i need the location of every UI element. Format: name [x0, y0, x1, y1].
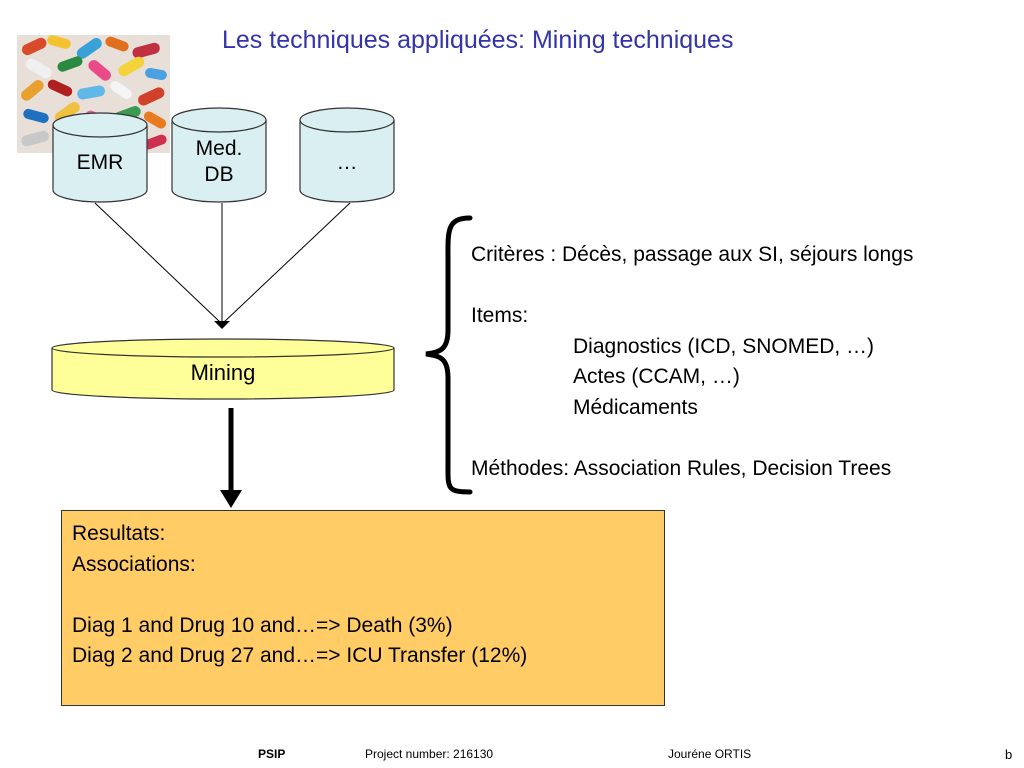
item-diagnostics: Diagnostics (ICD, SNOMED, …)	[573, 334, 875, 358]
footer-project: PSIP	[258, 747, 286, 761]
results-arrowhead	[220, 490, 242, 508]
criteria-line: Critères : Décès, passage aux SI, séjour…	[471, 243, 914, 266]
emr-database-shape	[52, 112, 148, 203]
med-db-label: Med. DB	[195, 137, 243, 186]
association-rule-1: Diag 1 and Drug 10 and…=> Death (3%)	[72, 613, 453, 637]
emr-label: EMR	[76, 151, 124, 174]
other-connector	[222, 202, 351, 324]
emr-connector	[94, 202, 222, 324]
criteria-block: Critères : Décès, passage aux SI, séjour…	[471, 240, 913, 485]
mining-label: Mining	[190, 360, 256, 385]
footer-author: Jouréne ORTIS	[668, 747, 752, 761]
results-heading: Resultats:	[72, 522, 166, 545]
slide-title: Les techniques appliquées: Mining techni…	[222, 26, 734, 54]
criteria-brace	[425, 215, 473, 495]
item-medicaments: Médicaments	[573, 395, 698, 419]
other-database-shape	[299, 107, 395, 203]
associations-heading: Associations:	[72, 552, 196, 576]
med-db-database-shape	[171, 107, 267, 203]
association-rule-2: Diag 2 and Drug 27 and…=> ICU Transfer (…	[72, 644, 528, 668]
results-box: Resultats: Associations: Diag 1 and Drug…	[61, 510, 665, 706]
mining-shape	[51, 338, 395, 400]
items-heading: Items:	[471, 304, 529, 328]
footer-page-number: b	[1005, 747, 1013, 762]
pills-image	[17, 35, 170, 153]
connector-arrowhead	[214, 321, 230, 329]
footer-project-number: Project number: 216130	[365, 747, 494, 761]
other-db-label: …	[336, 151, 358, 174]
item-actes: Actes (CCAM, …)	[573, 365, 740, 389]
methods-line: Méthodes: Association Rules, Decision Tr…	[471, 457, 892, 481]
